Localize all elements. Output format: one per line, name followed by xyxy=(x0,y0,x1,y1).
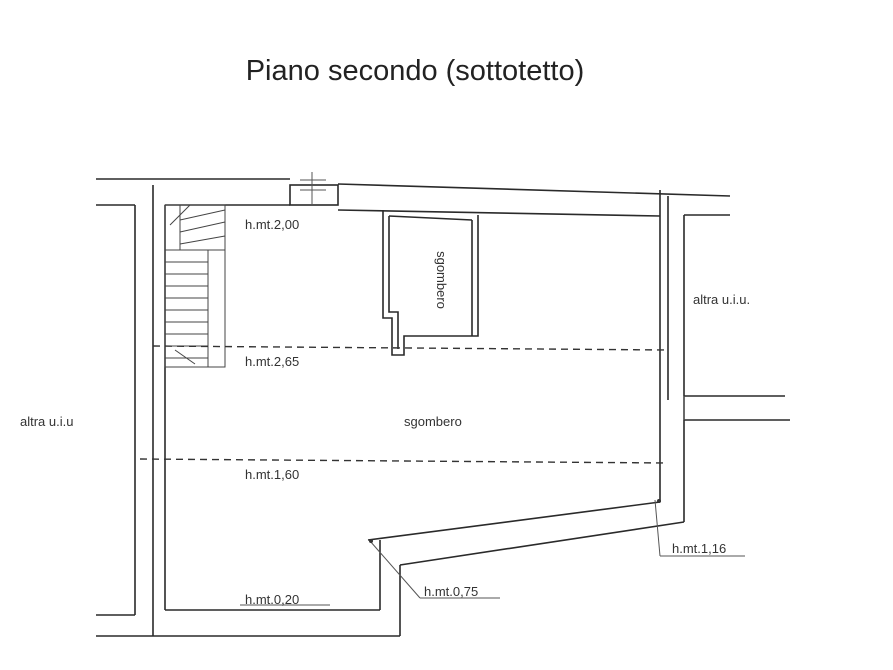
storage-closet xyxy=(382,210,479,356)
label-neighbor-right: altra u.i.u. xyxy=(693,292,750,307)
staircase xyxy=(164,204,226,368)
height-label-2-00: h.mt.2,00 xyxy=(245,217,299,232)
label-storage-small: sgombero xyxy=(434,251,449,309)
height-label-1-16: h.mt.1,16 xyxy=(672,541,726,556)
walls xyxy=(96,172,790,637)
label-storage-main: sgombero xyxy=(404,414,462,429)
leader-lines xyxy=(240,499,745,606)
plan-title: Piano secondo (sottotetto) xyxy=(246,55,585,87)
height-label-0-20: h.mt.0,20 xyxy=(245,592,299,607)
height-label-1-60: h.mt.1,60 xyxy=(245,467,299,482)
height-label-2-65: h.mt.2,65 xyxy=(245,354,299,369)
height-label-0-75: h.mt.0,75 xyxy=(424,584,478,599)
label-neighbor-left: altra u.i.u xyxy=(20,414,73,429)
height-lines xyxy=(139,345,669,464)
